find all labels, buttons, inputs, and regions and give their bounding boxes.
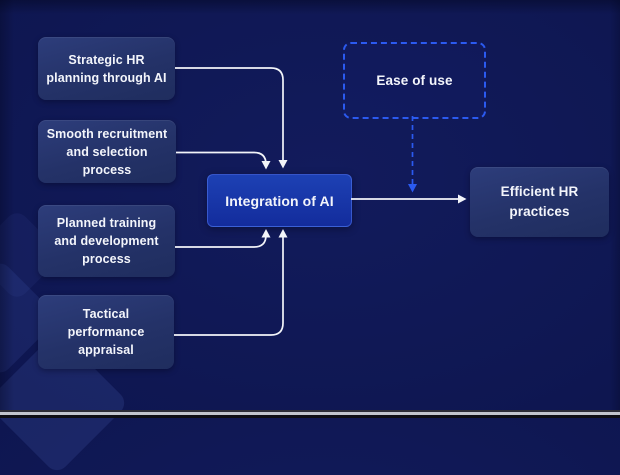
node-label-line: Planned training bbox=[56, 216, 157, 230]
node-label-line: practices bbox=[509, 204, 570, 219]
node-label-line: process bbox=[82, 252, 131, 266]
node-label-line: process bbox=[82, 162, 132, 177]
node-label-line: Smooth recruitment bbox=[46, 126, 168, 141]
node-label-line: and selection bbox=[66, 144, 148, 159]
bottom-edge-light-line bbox=[0, 412, 620, 415]
arrow-recruitment-to-integration bbox=[176, 151, 271, 170]
node-planned-training: Planned training and development process bbox=[38, 205, 175, 277]
arrow-strategic-to-integration bbox=[175, 67, 288, 169]
bottom-edge-shadow-line bbox=[0, 415, 620, 418]
node-label-line: Tactical bbox=[82, 307, 130, 321]
node-label-line: appraisal bbox=[78, 343, 134, 357]
arrow-appraisal-to-integration bbox=[174, 229, 288, 336]
bottom-edge-dark-line bbox=[0, 410, 620, 412]
node-strategic-hr-planning: Strategic HR planning through AI bbox=[38, 37, 175, 100]
node-label: Ease of use bbox=[376, 73, 453, 88]
node-label-line: Efficient HR bbox=[500, 183, 579, 199]
node-label-line: Strategic HR bbox=[68, 52, 145, 67]
node-smooth-recruitment: Smooth recruitment and selection process bbox=[38, 120, 176, 183]
node-label-line: planning through AI bbox=[46, 70, 167, 85]
node-efficient-hr-practices: Efficient HR practices bbox=[470, 167, 609, 237]
window-bottom-edge bbox=[0, 410, 620, 418]
node-integration-of-ai: Integration of AI bbox=[207, 174, 352, 227]
arrow-training-to-integration bbox=[175, 229, 271, 248]
node-label: Integration of AI bbox=[225, 192, 334, 209]
node-tactical-performance-appraisal: Tactical performance appraisal bbox=[38, 295, 174, 369]
node-label-line: performance bbox=[67, 325, 145, 339]
node-ease-of-use: Ease of use bbox=[343, 42, 486, 119]
node-label-line: and development bbox=[54, 234, 159, 248]
